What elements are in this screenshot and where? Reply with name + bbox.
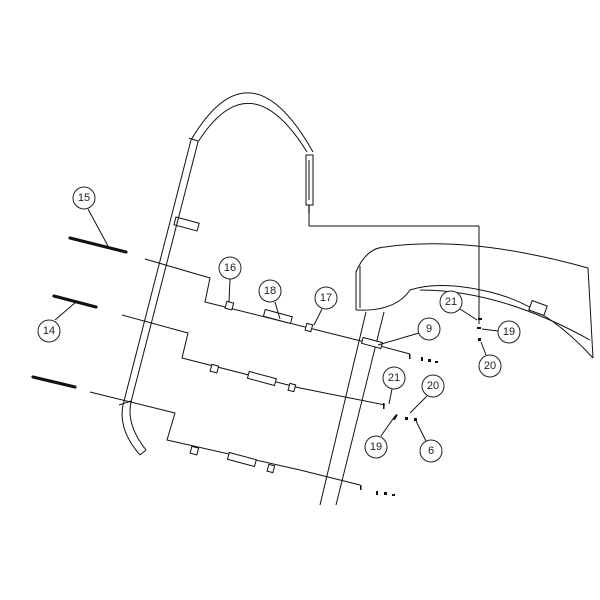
callout-19-upper: 19 (497, 320, 521, 344)
svg-text:19: 19 (370, 441, 382, 453)
svg-text:14: 14 (43, 325, 55, 337)
pins (31, 236, 128, 389)
handle-tube (118, 92, 480, 456)
svg-text:19: 19 (503, 326, 515, 338)
callout-9: 9 (417, 317, 441, 341)
pin-15 (68, 236, 128, 254)
callout-20-lower: 20 (421, 374, 445, 398)
svg-text:20: 20 (484, 360, 496, 372)
callout-19-lower: 19 (364, 435, 388, 459)
pin-lower (31, 375, 77, 389)
hood-assembly (319, 243, 594, 506)
callout-16: 16 (218, 256, 242, 280)
callout-21-upper: 21 (439, 290, 463, 314)
svg-text:15: 15 (78, 192, 90, 204)
callout-20-upper: 20 (478, 354, 502, 378)
svg-text:21: 21 (445, 296, 457, 308)
svg-text:18: 18 (264, 285, 276, 297)
svg-text:9: 9 (426, 323, 432, 335)
assembly-lines (89, 258, 482, 496)
callout-17: 17 (314, 286, 338, 310)
pin-14 (52, 294, 98, 309)
callout-14: 14 (37, 319, 61, 343)
svg-text:16: 16 (224, 262, 236, 274)
svg-text:21: 21 (388, 372, 400, 384)
callout-18: 18 (258, 279, 282, 303)
svg-text:17: 17 (320, 292, 332, 304)
callout-15: 15 (72, 186, 96, 210)
callout-21-lower: 21 (382, 366, 406, 390)
callout-6: 6 (419, 439, 443, 463)
svg-text:20: 20 (427, 380, 439, 392)
leader-lines (54, 208, 499, 442)
svg-text:6: 6 (428, 445, 434, 457)
